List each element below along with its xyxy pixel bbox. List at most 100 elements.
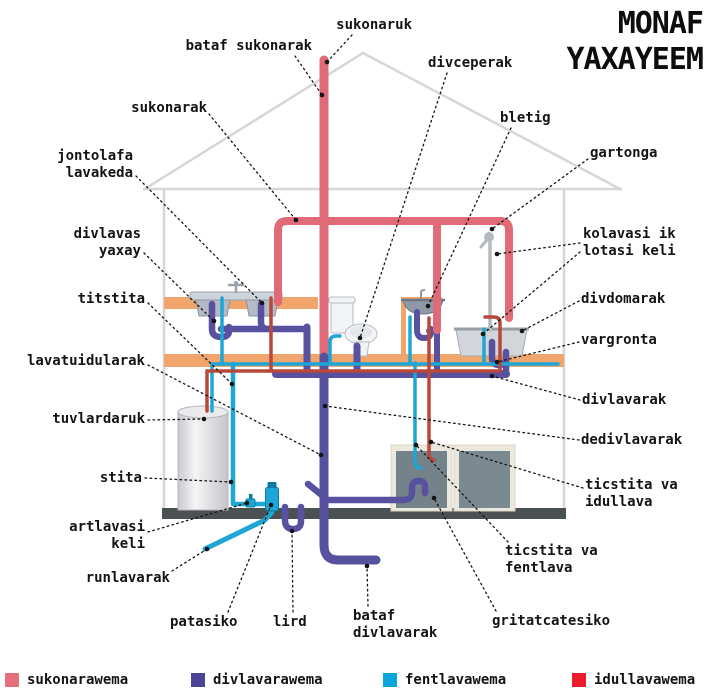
diagram-label-artlavasi-keli: artlavasi keli xyxy=(69,519,145,552)
leader-dot-titstita xyxy=(229,381,235,387)
leader-line-dedivlavarak xyxy=(324,405,580,441)
diagram-label-bataf-divlavarak: bataf divlavarak xyxy=(353,608,438,641)
diagram-label-ticstita-va-fentlava: ticstita va fentlava xyxy=(505,543,598,576)
diagram-label-dedivlavarak: dedivlavarak xyxy=(581,432,683,448)
leader-dot-divceperak xyxy=(357,335,363,341)
leader-dot-vargronta xyxy=(494,359,500,365)
shutoff-valve xyxy=(245,494,256,508)
leader-line-bataf-sukonarak xyxy=(294,55,323,96)
diagram-label-titstita: titstita xyxy=(77,291,145,307)
legend-swatch-sukonarawema xyxy=(5,673,19,687)
diagram-label-divlavarak: divlavarak xyxy=(582,392,667,408)
leader-line-ticstita-va-idullava xyxy=(430,441,584,489)
title-line-1: MONAF xyxy=(617,6,704,41)
roof-outline xyxy=(142,51,623,192)
hot-water-pipes xyxy=(205,296,502,462)
leader-dot-stita xyxy=(228,479,234,485)
diagram-label-divlavas-yaxay: divlavas yaxay xyxy=(73,226,141,259)
leader-lines xyxy=(135,34,589,613)
legend-swatch-divlavarawema xyxy=(191,673,205,687)
leader-line-runlavarak xyxy=(171,548,208,572)
leader-line-gritatcatesiko xyxy=(433,497,497,612)
shower-head xyxy=(484,232,494,242)
diagram-label-runlavarak: runlavarak xyxy=(85,570,170,586)
legend-swatch-fentlavawema xyxy=(383,673,397,687)
diagram-label-kolavasi-ik-lotasi-keli: kolavasi ik lotasi keli xyxy=(583,226,676,259)
title-line-2: YAXAYEEM xyxy=(566,42,704,77)
legend-label-fentlavawema: fentlavawema xyxy=(405,672,507,688)
legend-label-sukonarawema: sukonarawema xyxy=(27,672,129,688)
leader-dot-sukonarak xyxy=(293,217,299,223)
diagram-label-bataf-sukonarak: bataf sukonarak xyxy=(185,38,312,54)
legend-swatch-idullavawema xyxy=(572,673,586,687)
leader-dot-bletig xyxy=(425,303,431,309)
diagram-label-sukonaruk: sukonaruk xyxy=(336,17,412,33)
diagram-label-bletig: bletig xyxy=(500,110,551,126)
leader-dot-patasiko xyxy=(268,502,274,508)
leader-line-divdomarak xyxy=(521,300,580,332)
leader-line-divlavas-yaxay xyxy=(143,252,215,322)
leader-line-artlavasi-keli xyxy=(147,502,248,533)
diagram-label-lavatuidularak: lavatuidularak xyxy=(26,353,145,369)
toilet xyxy=(328,296,378,357)
kitchen-faucet xyxy=(227,281,245,294)
leader-dot-dedivlavarak xyxy=(322,403,328,409)
leader-line-tuvlardaruk xyxy=(147,418,205,421)
water-service-line xyxy=(202,509,275,552)
diagram-label-gritatcatesiko: gritatcatesiko xyxy=(492,613,611,629)
leader-line-kolavasi-ik-lotasi-keli xyxy=(496,242,581,255)
leader-dot-runlavarak xyxy=(204,546,210,552)
leader-dot-kolavasi-ik-lotasi-keli xyxy=(494,251,500,257)
leader-dot-ticstita-va-fentlava xyxy=(413,442,419,448)
legend-item-idullavawema: idullavawema xyxy=(572,672,695,688)
diagram-label-divdomarak: divdomarak xyxy=(581,291,666,307)
leader-dot-divdomarak xyxy=(519,328,525,334)
leader-dot-gritatcatesiko xyxy=(431,495,437,501)
house-structure xyxy=(142,51,623,508)
leader-dot-divlavarak xyxy=(489,373,495,379)
legend-item-fentlavawema: fentlavawema xyxy=(383,672,506,688)
leader-line-ticstita-va-fentlava xyxy=(415,444,509,543)
leader-dot-jontolafa-lavakeda xyxy=(259,300,265,306)
cleanout-branch xyxy=(304,480,328,501)
leader-line-bataf-divlavarak xyxy=(366,565,369,607)
legend-item-sukonarawema: sukonarawema xyxy=(5,672,128,688)
leader-line-divlavarak xyxy=(491,375,581,401)
diagram-label-gartonga: gartonga xyxy=(590,145,658,161)
leader-dot-kolavasi-ik-lotasi-keli xyxy=(480,331,486,337)
diagram-label-lird: lird xyxy=(273,614,307,630)
page-title: MONAF YAXAYEEM xyxy=(567,6,704,78)
leader-line-sukonarak xyxy=(208,113,297,221)
dryer xyxy=(453,444,516,512)
legend-label-divlavarawema: divlavarawema xyxy=(213,672,323,688)
leader-line-titstita xyxy=(147,302,233,385)
legend-item-divlavarawema: divlavarawema xyxy=(191,672,323,688)
leader-dot-tuvlardaruk xyxy=(201,416,207,422)
bathroom-faucet xyxy=(420,289,426,299)
leader-line-vargronta xyxy=(496,341,580,363)
leader-line-patasiko xyxy=(227,504,272,613)
water-heater xyxy=(177,405,229,511)
leader-dot-ticstita-va-idullava xyxy=(428,439,434,445)
leader-line-sukonaruk xyxy=(326,34,353,63)
drain-stack xyxy=(304,352,381,565)
diagram-label-patasiko: patasiko xyxy=(170,614,238,630)
leader-dot-gartonga xyxy=(489,226,495,232)
leader-dot-bataf-sukonarak xyxy=(319,92,325,98)
leader-dot-lavatuidularak xyxy=(318,452,324,458)
leader-dot-bataf-divlavarak xyxy=(364,563,370,569)
diagram-label-jontolafa-lavakeda: jontolafa lavakeda xyxy=(57,148,133,181)
diagram-label-vargronta: vargronta xyxy=(581,332,657,348)
leader-line-jontolafa-lavakeda xyxy=(135,175,263,304)
leader-line-divceperak xyxy=(359,72,448,339)
leader-line-kolavasi-ik-lotasi-keli xyxy=(482,251,581,335)
vanity-leg xyxy=(401,297,406,357)
leader-line-gartonga xyxy=(491,158,589,230)
vent-pipes xyxy=(274,55,513,367)
diagram-label-ticstita-va-idullava: ticstita va idullava xyxy=(585,477,678,510)
leader-dot-artlavasi-keli xyxy=(244,500,250,506)
diagram-label-stita: stita xyxy=(99,470,142,486)
leader-dot-divlavas-yaxay xyxy=(211,318,217,324)
